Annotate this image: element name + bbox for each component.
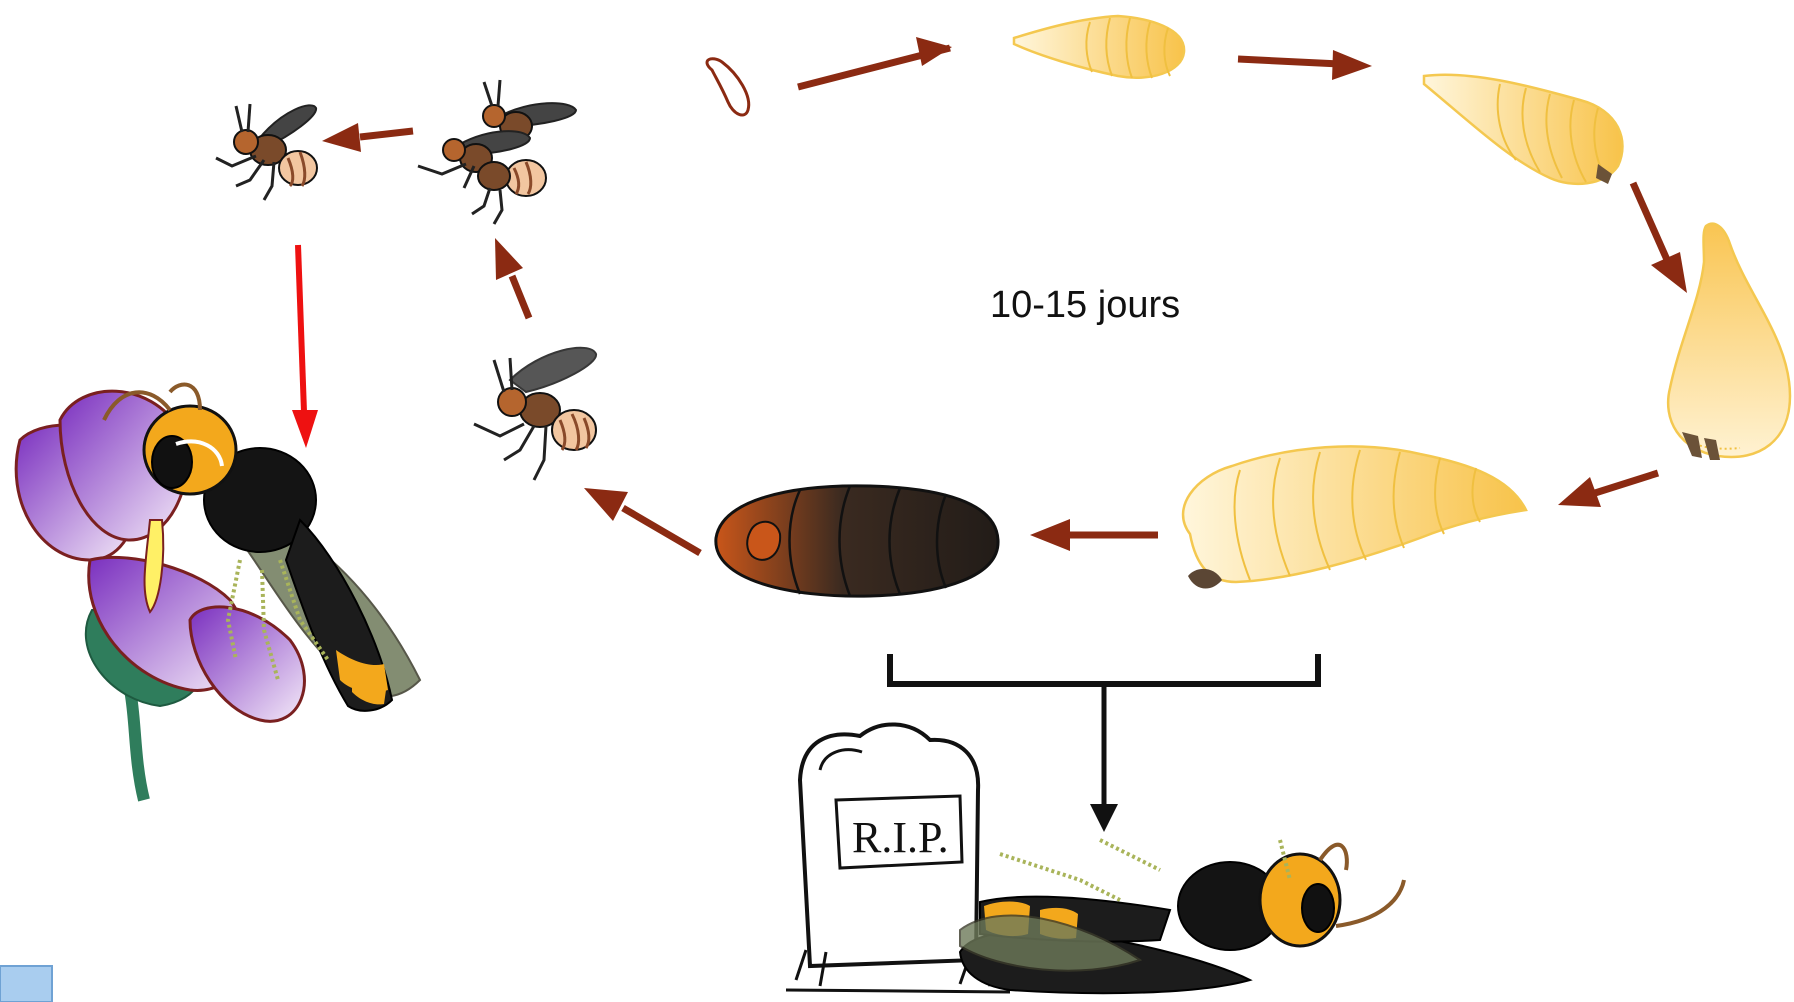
arrow-adult-up xyxy=(512,276,529,318)
arrow-pupa-to-adult-head xyxy=(584,488,628,521)
arrow-down-red xyxy=(298,245,304,412)
corner-decoration xyxy=(0,966,52,1002)
arrow-larva3-to-larva4 xyxy=(1595,473,1658,493)
pupa-icon xyxy=(716,486,998,596)
egg-icon xyxy=(707,59,749,115)
emerging-hornet-icon xyxy=(474,348,596,480)
curled-larva-icon xyxy=(1668,224,1790,460)
arrow-down-red-head xyxy=(292,410,318,448)
arrow-group-to-single xyxy=(360,131,413,137)
small-larva-icon xyxy=(1014,16,1184,78)
arrow-larva4-to-pupa-head xyxy=(1030,519,1070,551)
arrow-larva-to-larva2-head xyxy=(1332,50,1372,80)
arrow-larva-to-larva2 xyxy=(1238,59,1340,64)
arrow-larva3-to-larva4-head xyxy=(1558,477,1601,507)
hornet-group-icon xyxy=(418,80,576,224)
arrow-group-to-single-head xyxy=(322,123,361,152)
arrow-larva2-to-larva3 xyxy=(1633,183,1668,262)
tombstone-inscription: R.I.P. xyxy=(852,813,949,862)
arrow-larva2-to-larva3-head xyxy=(1651,252,1687,293)
hornet-on-flower-icon xyxy=(16,385,420,800)
dead-hornet-icon xyxy=(960,840,1404,993)
arrow-pupa-to-adult xyxy=(623,508,700,553)
arrow-adult-up-head xyxy=(495,238,523,280)
medium-larva-icon xyxy=(1424,75,1622,184)
duration-label: 10-15 jours xyxy=(990,284,1180,327)
large-larva-icon xyxy=(1183,446,1526,588)
young-hornet-icon xyxy=(216,104,317,200)
